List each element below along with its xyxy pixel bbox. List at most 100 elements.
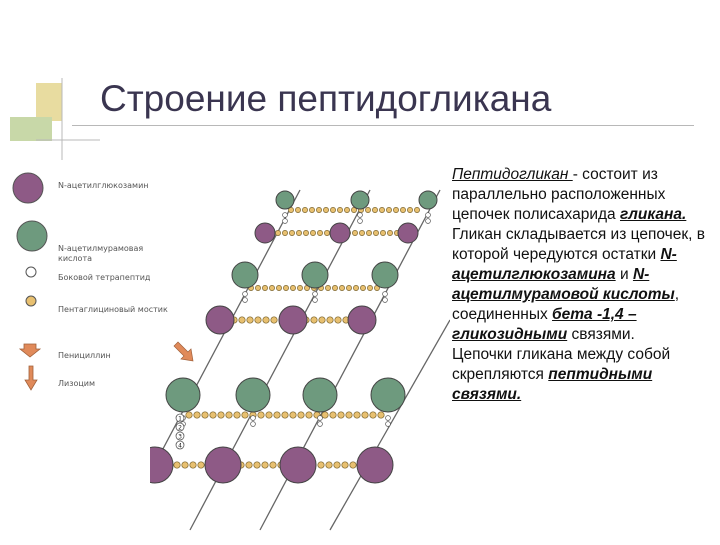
legend-label: Пенициллин [58,351,111,360]
tetrapeptide-bead [175,431,185,441]
slide-title: Строение пептидогликана [100,78,552,119]
conjunction-text: и [615,266,633,283]
tetrapeptide-bead [282,212,288,218]
pentaglycine-bead [290,285,296,291]
nam-residue [165,377,201,413]
tetrapeptide-bead [357,212,363,218]
nam-residue [418,190,438,210]
pentaglycine-bead [201,411,209,419]
pentaglycine-bead [317,461,325,469]
nag-residue [278,305,308,335]
tetrapeptide-bead [242,291,248,297]
pentaglycine-bead [380,230,386,236]
tetrapeptide-bead [312,291,318,297]
tetrapeptide-bead [282,218,288,224]
peptide-number: 3 [178,434,182,441]
paragraph-definition: Пептидогликан - состоит из параллельно р… [452,165,717,225]
pentaglycine-bead [253,461,261,469]
nag-residue [397,222,419,244]
pentaglycine-bead [193,411,201,419]
peptide-number: 1 [178,416,182,423]
tetrapeptide-bead [317,415,323,421]
pentaglycine-bead [197,461,205,469]
legend-penicillin-arrow [18,343,42,358]
pentaglycine-bead [238,316,246,324]
legend-lysozyme-arrow [24,365,38,391]
nag-residue [329,222,351,244]
tetrapeptide-bead [382,297,388,303]
description-text: Пептидогликан - состоит из параллельно р… [452,165,717,405]
tetrapeptide-bead [385,415,391,421]
pentaglycine-bead [407,207,413,213]
pentaglycine-bead [353,411,361,419]
pentaglycine-bead [377,411,385,419]
pentaglycine-bead [367,285,373,291]
nam-residue [231,261,259,289]
term-nam: N-ацетилмурамовой кислоты [452,266,675,303]
nam-residue [370,377,406,413]
definition-text: - состоит из параллельно расположенных ц… [452,166,666,223]
legend-label: Пентаглициновый мостик [58,305,168,314]
peptide-number: 4 [178,443,182,450]
pentaglycine-bead [217,411,225,419]
pentaglycine-bead [369,411,377,419]
pentaglycine-bead [273,411,281,419]
nam-residue [350,190,370,210]
pentaglycine-bead [337,207,343,213]
pentaglycine-bead [387,230,393,236]
tetrapeptide-bead [250,415,256,421]
title-divider [72,125,694,126]
term-glycosidic: бета -1,4 – гликозидными [452,306,637,343]
legend-tetrapeptide-swatch [25,266,37,278]
pentaglycine-bead [325,285,331,291]
term-peptide-bonds: пептидными связями. [452,366,653,403]
pentaglycine-bead [332,285,338,291]
pentaglycine-bead [245,461,253,469]
pentaglycine-bead [289,411,297,419]
pentaglycine-bead [349,461,357,469]
pentaglycine-bead [373,230,379,236]
pentaglycine-bead [400,207,406,213]
pentaglycine-bead [288,207,294,213]
pentaglycine-bead [334,316,342,324]
tetrapeptide-bead [312,297,318,303]
legend-label: N-ацетилмурамовая кислота [58,244,144,263]
pentaglycine-bead [283,285,289,291]
pentaglycine-bead [352,230,358,236]
pentaglycine-bead [282,230,288,236]
pentaglycine-bead [302,207,308,213]
pentaglycine-bead [297,411,305,419]
nam-residue [275,190,295,210]
pentaglycine-bead [241,411,249,419]
pentaglycine-bead [275,230,281,236]
pentaglycine-bead [262,285,268,291]
pentaglycine-bead [209,411,217,419]
pentaglycine-bead [185,411,193,419]
pentaglycine-bead [372,207,378,213]
pentaglycine-bead [189,461,197,469]
pentaglycine-bead [281,411,289,419]
paragraph-crosslink: Цепочки гликана между собой скрепляются … [452,345,717,405]
diagram-legend: N-ацетилглюкозамин N-ацетилмурамовая кис… [0,160,200,400]
tetrapeptide-bead [425,218,431,224]
pentaglycine-bead [310,316,318,324]
pentaglycine-bead [344,207,350,213]
pentaglycine-bead [316,207,322,213]
tetrapeptide-bead [385,421,391,427]
tetrapeptide-bead [175,413,185,423]
nam-residue [302,377,338,413]
bond-text: связями. [567,326,635,343]
crosslink-text: Цепочки гликана между собой скрепляются [452,346,671,383]
nag-residue [279,446,317,484]
pentaglycine-bead [326,316,334,324]
pentaglycine-bead [329,411,337,419]
linking-text: , соединенных [452,286,680,323]
tetrapeptide-bead [250,421,256,427]
tetrapeptide-bead [382,291,388,297]
pentaglycine-bead [255,285,261,291]
pentaglycine-bead [265,411,273,419]
pentaglycine-bead [346,285,352,291]
nag-residue [204,446,242,484]
